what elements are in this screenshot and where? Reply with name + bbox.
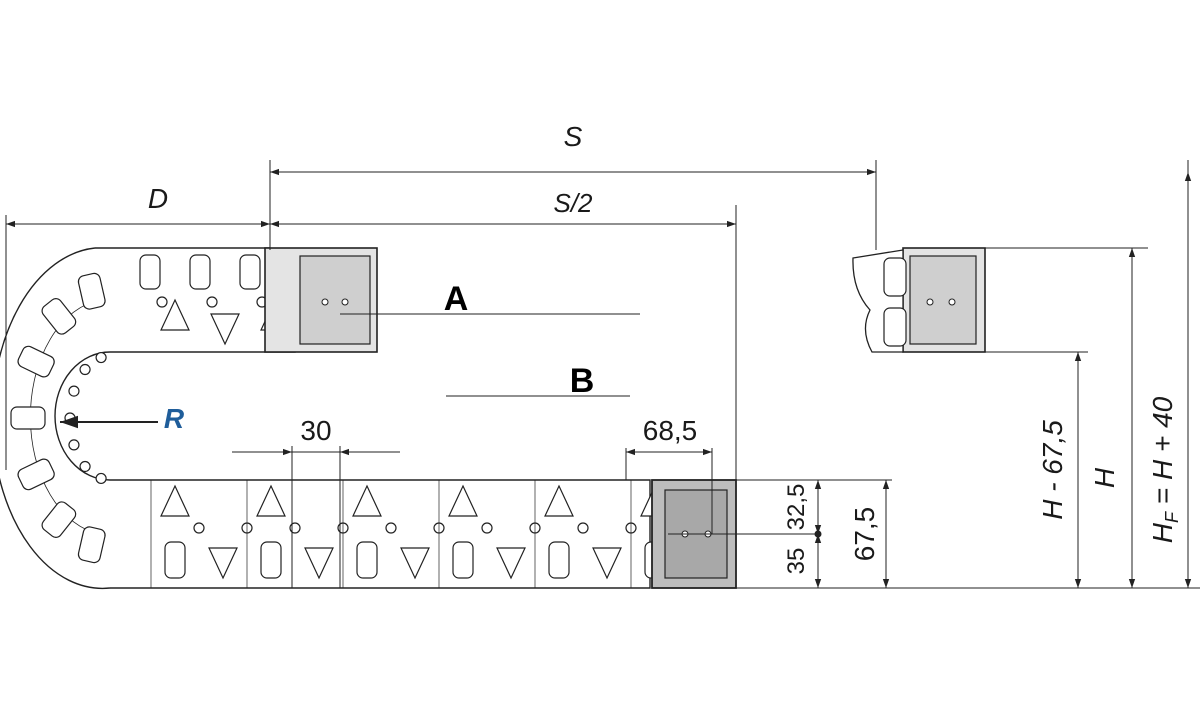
labels: S S/2 D A B R 30 68,5 32,5 35 67,5 H - 6… [148,121,1182,574]
bend-link-window [77,526,106,564]
link-window [189,254,211,290]
link-pin [156,296,168,308]
label-s-half: S/2 [553,188,593,218]
label-r: R [164,403,185,434]
link-triangle [304,547,334,580]
link-window [548,541,570,579]
bend-link-window [17,345,55,378]
label-h: H [1089,467,1120,488]
bend-link-window [77,272,106,310]
link-window [139,254,161,290]
link-pin [193,522,205,534]
label-35: 35 [783,548,810,575]
link-triangle [544,484,574,517]
link-window [164,541,186,579]
upper-bracket-left-plate [299,255,371,345]
link-window [239,254,261,290]
label-hf-h: H [1147,522,1178,543]
bend-inner-arc [54,351,111,481]
link-triangle [160,484,190,517]
link-triangle [448,484,478,517]
link-triangle [256,484,286,517]
link-triangle [496,547,526,580]
label-pitch: 30 [300,415,331,446]
label-hf: HF = H + 40 [1147,396,1182,543]
label-d: D [148,183,168,214]
link-triangle [400,547,430,580]
bolt-hole [341,298,349,306]
link-triangle [352,484,382,517]
dimensions [5,160,1200,589]
link-pin [577,522,589,534]
label-a: A [444,280,469,318]
bend-outer-arc [0,247,111,590]
link-window [260,541,282,579]
end-link-window [883,257,907,297]
link-pin [95,472,107,485]
link-triangle [210,313,240,346]
lower-run-outline [110,479,651,589]
link-pin [385,522,397,534]
link-pin [68,385,80,397]
bend-link-window [41,298,77,335]
label-32: 32,5 [783,484,810,531]
label-b: B [570,362,595,400]
link-triangle [592,547,622,580]
link-pin [481,522,493,534]
label-h-minus: H - 67,5 [1037,420,1068,520]
label-67: 67,5 [849,507,880,562]
label-hf-sub: F [1162,511,1182,523]
bend-link-window [17,458,55,491]
link-window [356,541,378,579]
bolt-hole [948,298,956,306]
label-s: S [564,121,583,152]
link-window [452,541,474,579]
link-pin [206,296,218,308]
bolt-hole [926,298,934,306]
link-pin [79,460,91,473]
upper-bracket-right-plate [909,255,977,345]
label-68: 68,5 [643,415,698,446]
link-triangle [208,547,238,580]
end-link-window [883,307,907,347]
label-hf-rest: = H + 40 [1147,396,1178,512]
bend-link-window [10,406,46,430]
chain-links [10,254,733,588]
link-pin [95,351,107,364]
link-triangle [160,298,190,331]
bolt-hole [321,298,329,306]
bend-link-window [41,501,77,538]
link-pin [68,439,80,451]
link-pin [79,363,91,376]
